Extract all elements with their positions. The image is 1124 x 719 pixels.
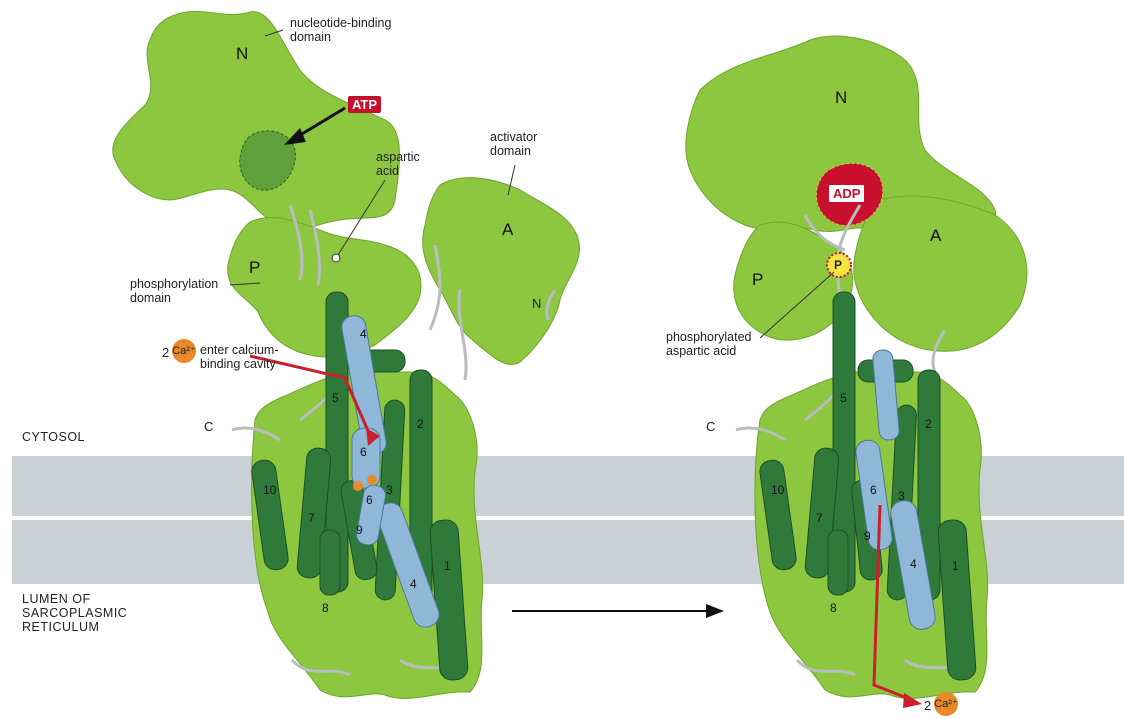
left-bound-calcium-2: [367, 475, 377, 485]
left-a-domain-label: A: [502, 220, 513, 240]
left-helix-label-1: 1: [444, 559, 451, 573]
right-a-domain-label: A: [930, 226, 941, 246]
right-helix-label-7: 7: [816, 511, 823, 525]
right-calcium-ion: Ca²⁺: [934, 692, 958, 716]
left-helix-8: [320, 530, 340, 595]
right-p-domain-label: P: [752, 270, 763, 290]
left-helix-label-4-bottom: 4: [410, 577, 417, 591]
right-helix-8: [828, 530, 848, 595]
left-n-domain-label: N: [236, 44, 248, 64]
right-a-domain: [854, 196, 1027, 351]
right-helix-label-8: 8: [830, 601, 837, 615]
left-calcium-count: 2: [162, 346, 169, 360]
lumen-label: LUMEN OF SARCOPLASMIC RETICULUM: [22, 592, 127, 634]
phosphorylation-domain-label: phosphorylation domain: [130, 277, 218, 305]
left-helix-label-9: 9: [356, 523, 363, 537]
right-helix-label-10: 10: [771, 483, 785, 497]
phosphorylated-aspartic-label: phosphorylated aspartic acid: [666, 330, 751, 358]
left-p-domain: [228, 217, 421, 356]
atp-tag: ATP: [348, 96, 381, 113]
right-protein: 5 2 3 1 10 7 9 8 4 6: [686, 36, 1027, 708]
left-bound-calcium-1: [353, 481, 363, 491]
left-n-terminus-label: N: [532, 297, 541, 311]
aspartic-acid-marker: [332, 254, 340, 262]
right-helix-label-6: 6: [870, 483, 877, 497]
left-c-terminus-label: C: [204, 420, 213, 434]
nucleotide-binding-label: nucleotide-binding domain: [290, 16, 391, 44]
right-helix-label-1: 1: [952, 559, 959, 573]
right-c-terminus-label: C: [706, 420, 715, 434]
left-helix-label-4-top: 4: [360, 327, 367, 341]
left-helix-label-6: 6: [360, 445, 367, 459]
left-helix-label-10: 10: [263, 483, 277, 497]
right-calcium-count: 2: [924, 699, 931, 713]
left-p-domain-label: P: [249, 258, 260, 278]
left-helix-label-3: 3: [386, 483, 393, 497]
right-helix-label-9: 9: [864, 529, 871, 543]
right-helix-label-3: 3: [898, 489, 905, 503]
left-helix-label-7: 7: [308, 511, 315, 525]
transition-arrowhead: [706, 604, 724, 618]
right-n-domain-label: N: [835, 88, 847, 108]
left-calcium-ion: Ca²⁺: [172, 339, 196, 363]
left-helix-label-8: 8: [322, 601, 329, 615]
aspartic-acid-label: aspartic acid: [376, 150, 420, 178]
right-helix-label-2: 2: [925, 417, 932, 431]
left-helix-label-6-lower: 6: [366, 493, 373, 507]
cytosol-label: CYTOSOL: [22, 430, 85, 444]
left-helix-label-2: 2: [417, 417, 424, 431]
left-helix-label-5: 5: [332, 391, 339, 405]
right-helix-label-4: 4: [910, 557, 917, 571]
calcium-entry-label: enter calcium- binding cavity: [200, 343, 279, 371]
right-helix-label-5: 5: [840, 391, 847, 405]
left-a-domain: [423, 178, 580, 365]
activator-domain-label: activator domain: [490, 130, 537, 158]
phospho-symbol: P: [834, 258, 842, 272]
adp-tag: ADP: [828, 184, 865, 203]
left-n-domain: [113, 11, 400, 230]
